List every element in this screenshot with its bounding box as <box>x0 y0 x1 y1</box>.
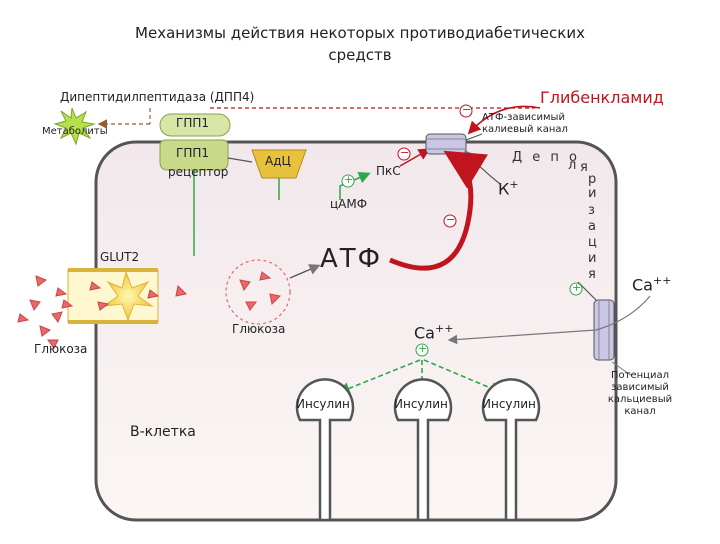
plus-glyph-ca: + <box>418 342 428 355</box>
depol-letter-4: и <box>588 186 597 201</box>
minus-glyph-atp: − <box>446 213 456 226</box>
glp1-receptor-shape <box>159 139 229 171</box>
atp-inhibition-arrow <box>389 150 489 271</box>
vdcc-label-pointer <box>611 361 633 377</box>
depol-letter-9: я <box>588 267 596 282</box>
insulin-label-1: Инсулин <box>296 397 350 411</box>
metabolites-burst <box>53 107 96 146</box>
minus-glyph-pkc: − <box>400 146 410 159</box>
depol-letter-8: и <box>588 251 597 266</box>
depol-letter-3: р <box>588 172 597 187</box>
minus-glyph-glibenclamide: − <box>462 103 472 116</box>
k-ion-charge: + <box>509 178 519 191</box>
depol-letter-7: ц <box>588 235 597 250</box>
depolarization-horizontal: Д е п о <box>512 150 581 165</box>
ca-outside-charge: ++ <box>652 274 672 287</box>
plus-sign-camp <box>341 174 355 188</box>
glucose-inside-circle <box>225 259 291 325</box>
atp-k-channel <box>425 133 467 155</box>
atp-channel-pointer <box>465 133 483 141</box>
metabolites-label: Метаболиты <box>42 126 108 137</box>
insulin-granule-1 <box>295 378 355 522</box>
glibenclamide-label: Глибенкламид <box>540 88 664 107</box>
ca-to-insulin-arrow-3 <box>423 359 503 395</box>
ca-inside-charge: ++ <box>434 322 454 335</box>
glut2-label: GLUT2 <box>100 250 140 264</box>
pkc-label: ПкС <box>376 164 401 178</box>
insulin-granule-2 <box>393 378 453 522</box>
adc-label: АдЦ <box>265 154 291 168</box>
insulin-label-2: Инсулин <box>394 397 448 411</box>
ca-inside-label: Ca++ <box>414 322 453 342</box>
ca-outside-symbol: Ca <box>632 275 653 295</box>
page-title-line2: средств <box>328 46 392 64</box>
minus-sign-atp <box>443 214 457 228</box>
glp1-label: ГПП1 <box>176 116 209 130</box>
glucose-to-atp-arrow <box>289 264 321 279</box>
insulin-granule-3 <box>481 378 541 522</box>
minus-sign-glibenclamide <box>459 104 473 118</box>
vdcc-label-line1: Потенциал <box>611 370 669 381</box>
glucose-inside-label: Глюкоза <box>232 322 286 336</box>
vdcc-label-line2: зависимый <box>611 382 669 393</box>
ca-inside-symbol: Ca <box>414 323 435 343</box>
glucose-transport-cluster <box>89 281 188 311</box>
atp-channel-label-line1: АТФ-зависимый <box>482 112 565 123</box>
camp-label: цАМФ <box>330 197 368 211</box>
receptor-to-adc-line <box>227 157 253 163</box>
depol-letter-5: з <box>588 203 595 218</box>
depol-letter-6: а <box>588 219 596 234</box>
atp-label: АТФ <box>320 244 383 274</box>
minus-sign-pkc <box>397 147 411 161</box>
adc-shape <box>251 149 307 179</box>
ca-to-insulin-arrow-1 <box>337 359 421 395</box>
glut2-transporter <box>67 269 159 323</box>
beta-cell-membrane <box>94 140 618 522</box>
plus-glyph-camp: + <box>344 173 354 186</box>
glp1-receptor-label-top: ГПП1 <box>176 146 209 160</box>
k-ion-symbol: К <box>498 179 510 199</box>
vdcc-label-line4: канал <box>624 406 656 417</box>
atp-channel-label-line2: калиевый канал <box>482 124 568 135</box>
k-ion-label: К+ <box>498 178 519 198</box>
glibenclamide-arrow <box>467 105 541 135</box>
camp-to-pkc-arrow <box>339 172 371 200</box>
glucose-outside-label: Глюкоза <box>34 342 88 356</box>
plus-sign-depol <box>569 282 583 296</box>
vdcc-label-line3: кальциевый <box>607 394 673 405</box>
insulin-label-3: Инсулин <box>482 397 536 411</box>
glucose-outside-cluster <box>17 275 74 349</box>
depol-letter-2: я <box>580 160 588 175</box>
ca-outside-label: Ca++ <box>632 274 671 294</box>
glp1-pill <box>159 113 231 137</box>
depol-letter-1: л <box>568 158 577 173</box>
ca-influx-arrow <box>447 295 651 345</box>
beta-cell-label: В-клетка <box>130 424 196 440</box>
glucose-inside-cluster <box>239 271 282 311</box>
pkc-to-channel-arrow <box>399 148 431 167</box>
glut2-core <box>102 270 154 322</box>
glp1-receptor-label-bottom: рецептор <box>168 165 229 179</box>
page-title-line1: Механизмы действия некоторых противодиаб… <box>135 24 585 42</box>
plus-glyph-depol: + <box>572 281 582 294</box>
dpp4-label: Дипептидилпептидаза (ДПП4) <box>60 90 255 104</box>
plus-sign-ca <box>415 343 429 357</box>
